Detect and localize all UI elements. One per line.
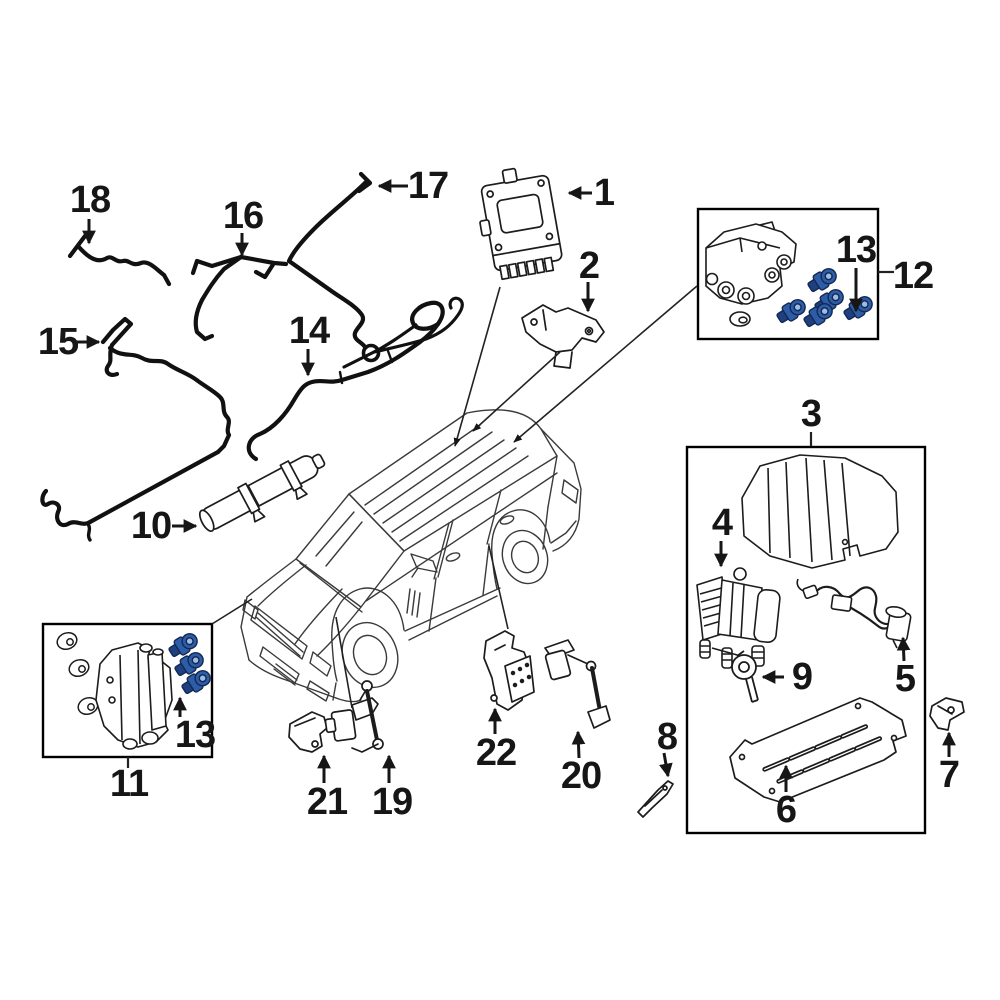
callout-3[interactable]: 3	[800, 393, 822, 435]
callout-1[interactable]: 1	[593, 172, 615, 214]
callout-arrows	[77, 179, 956, 792]
callout-19[interactable]: 19	[371, 781, 413, 823]
harness-17	[286, 171, 381, 363]
callout-20[interactable]: 20	[560, 755, 602, 797]
leader-lines	[126, 270, 894, 768]
wiring-harness-illustrations	[40, 171, 464, 542]
callout-10[interactable]: 10	[130, 505, 172, 547]
callout-13b[interactable]: 13	[174, 714, 216, 756]
part-20-height-sensor	[544, 639, 611, 729]
part-7-bracket	[929, 697, 965, 731]
arrow-5	[896, 636, 911, 662]
callout-4[interactable]: 4	[711, 502, 733, 544]
callout-21[interactable]: 21	[306, 781, 348, 823]
callout-2[interactable]: 2	[578, 245, 600, 287]
leader-vehicle-to-part19	[335, 616, 353, 709]
detail-box-3	[685, 445, 927, 835]
callout-14[interactable]: 14	[288, 310, 330, 352]
arrow-8	[659, 752, 673, 778]
leader-part2-to-vehicle	[472, 351, 561, 432]
part-22-bracket	[483, 630, 535, 711]
detail-box-11	[41, 622, 215, 759]
callout-9[interactable]: 9	[791, 656, 813, 698]
callout-22[interactable]: 22	[475, 732, 517, 774]
part-9-clip	[731, 650, 759, 703]
leader-part1-to-vehicle	[453, 286, 501, 447]
callout-6[interactable]: 6	[775, 789, 797, 831]
callout-5[interactable]: 5	[894, 658, 916, 700]
leader-vehicle-to-part22	[488, 545, 509, 630]
callout-18[interactable]: 18	[69, 179, 111, 221]
callout-13a[interactable]: 13	[835, 229, 877, 271]
part-8-bracket	[637, 780, 674, 818]
part-21-bracket	[288, 711, 328, 753]
callout-16[interactable]: 16	[222, 195, 264, 237]
leader-box12-to-vehicle	[513, 285, 698, 443]
air-line-14	[246, 296, 464, 462]
part-2-bracket	[521, 304, 605, 369]
harness-15	[40, 316, 232, 542]
arrow-20	[571, 730, 586, 759]
part-1-control-module	[479, 167, 563, 281]
callout-7[interactable]: 7	[938, 754, 960, 796]
part-illustrations	[198, 167, 965, 818]
callout-12[interactable]: 12	[892, 255, 934, 297]
harness-16	[190, 254, 289, 342]
part-19-height-sensor	[324, 680, 384, 753]
callout-17[interactable]: 17	[407, 165, 449, 207]
leader-box11-to-vehicle	[211, 598, 253, 625]
part-5-harness	[796, 578, 912, 649]
callout-15[interactable]: 15	[37, 321, 79, 363]
part-10-air-tube	[198, 453, 326, 532]
callout-8[interactable]: 8	[656, 716, 678, 758]
harness-18	[67, 233, 172, 287]
part-12-valve-block	[705, 221, 797, 327]
part-11-valve-block	[95, 642, 173, 750]
detail-box-12	[696, 207, 880, 341]
callout-11[interactable]: 11	[109, 763, 149, 805]
part-3-compressor-cover	[741, 454, 899, 569]
